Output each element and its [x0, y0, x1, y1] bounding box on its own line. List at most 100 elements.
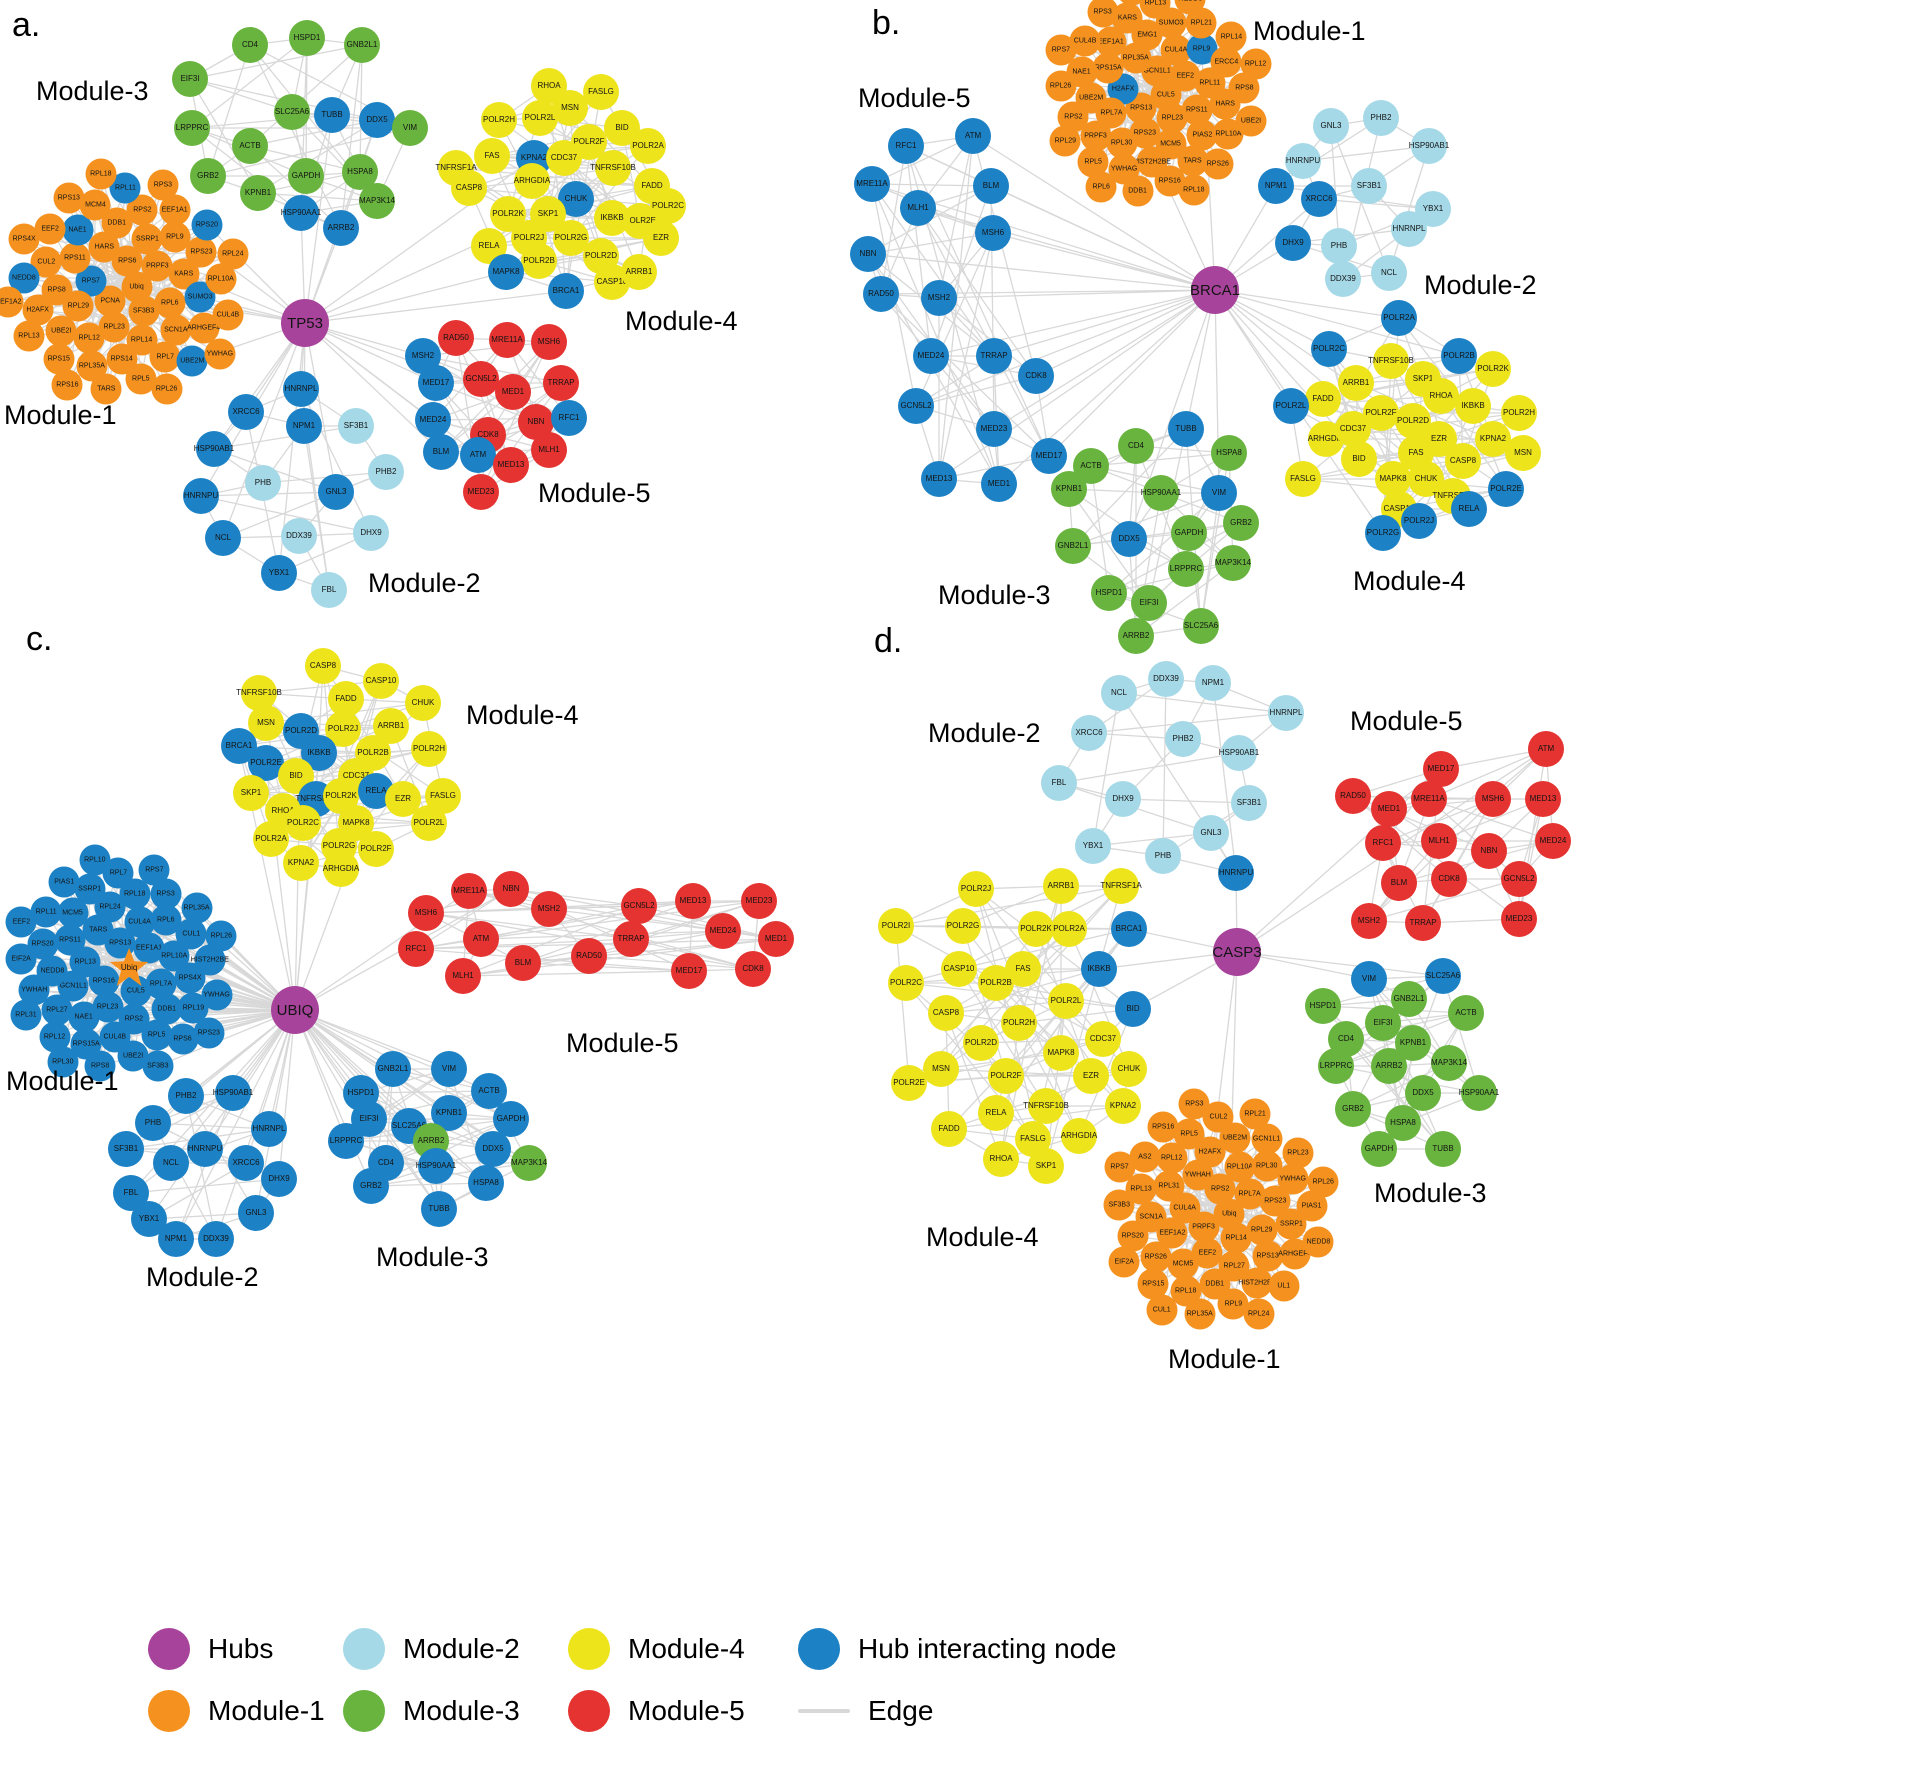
protein-node[interactable]: GRB2 — [190, 158, 226, 194]
protein-node[interactable]: RPL29 — [1246, 1214, 1278, 1246]
protein-node[interactable]: UBE2I — [45, 315, 77, 347]
protein-node[interactable]: CASP8 — [1445, 443, 1481, 479]
protein-node[interactable]: FADD — [328, 681, 364, 717]
protein-node[interactable]: CASP10 — [941, 951, 977, 987]
protein-node[interactable]: LRPPRC — [328, 1123, 364, 1159]
protein-node[interactable]: RPL26 — [1045, 70, 1077, 102]
protein-node[interactable]: SLC25A6 — [274, 94, 310, 130]
protein-node[interactable]: RPL11 — [30, 896, 62, 928]
protein-node[interactable]: FADD — [1305, 381, 1341, 417]
protein-node[interactable]: ACTB — [1448, 995, 1484, 1031]
protein-node[interactable]: TRRAP — [1405, 905, 1441, 941]
protein-node[interactable]: RPL14 — [1215, 21, 1247, 53]
protein-node[interactable]: RPS3 — [147, 169, 179, 201]
protein-node[interactable]: RPL12 — [73, 322, 105, 354]
protein-node[interactable]: PHB — [135, 1105, 171, 1141]
protein-node[interactable]: MRE11A — [1411, 781, 1447, 817]
protein-node[interactable]: GAPDH — [1361, 1131, 1397, 1167]
protein-node[interactable]: RPS8 — [84, 1050, 116, 1082]
protein-node[interactable]: DDX39 — [1325, 261, 1361, 297]
protein-node[interactable]: RPS15 — [43, 343, 75, 375]
protein-node[interactable]: ARRB1 — [1043, 868, 1079, 904]
protein-node[interactable]: ATM — [1528, 731, 1564, 767]
protein-node[interactable]: MED23 — [1501, 901, 1537, 937]
protein-node[interactable]: LRPPRC — [1168, 551, 1204, 587]
protein-node[interactable]: PHB — [1145, 838, 1181, 874]
protein-node[interactable]: POLR2L — [1273, 388, 1309, 424]
protein-node[interactable]: XRCC6 — [1301, 181, 1337, 217]
protein-node[interactable]: DHX9 — [261, 1161, 297, 1197]
protein-node[interactable]: BLM — [505, 945, 541, 981]
protein-node[interactable]: DHX9 — [353, 515, 389, 551]
protein-node[interactable]: GNL3 — [238, 1195, 274, 1231]
protein-node[interactable]: POLR2G — [945, 908, 981, 944]
protein-node[interactable]: PHB2 — [368, 454, 404, 490]
protein-node[interactable]: HSP90AA1 — [416, 1148, 456, 1184]
protein-node[interactable]: RPS3 — [1178, 1088, 1210, 1120]
protein-node[interactable]: POLR2L — [1048, 983, 1084, 1019]
protein-node[interactable]: PIAS1 — [48, 866, 80, 898]
protein-node[interactable]: DDB1 — [1122, 175, 1154, 207]
protein-node[interactable]: YWHAG — [204, 338, 236, 370]
protein-node[interactable]: NPM1 — [286, 408, 322, 444]
protein-node[interactable]: POLR2J — [958, 871, 994, 907]
protein-node[interactable]: MSH2 — [921, 280, 957, 316]
protein-node[interactable]: POLR2C — [888, 965, 924, 1001]
protein-node[interactable]: MED24 — [913, 338, 949, 374]
protein-node[interactable]: MED13 — [493, 447, 529, 483]
protein-node[interactable]: MED17 — [671, 953, 707, 989]
protein-node[interactable]: MAP3K14 — [1431, 1045, 1467, 1081]
protein-node[interactable]: RPS15A — [1092, 52, 1124, 84]
protein-node[interactable]: RPL13 — [13, 320, 45, 352]
protein-node[interactable]: HSPD1 — [1091, 575, 1127, 611]
protein-node[interactable]: LRPPRC — [1318, 1048, 1354, 1084]
protein-node[interactable]: MSH6 — [975, 215, 1011, 251]
protein-node[interactable]: RPL7 — [149, 341, 181, 373]
protein-node[interactable]: POLR2E — [891, 1065, 927, 1101]
protein-node[interactable]: RPL21 — [1239, 1098, 1271, 1130]
protein-node[interactable]: MLH1 — [1421, 823, 1457, 859]
protein-node[interactable]: RPL18 — [85, 158, 117, 190]
protein-node[interactable]: DDB1 — [151, 993, 183, 1025]
protein-node[interactable]: GAPDH — [493, 1101, 529, 1137]
protein-node[interactable]: POLR2F — [988, 1058, 1024, 1094]
protein-node[interactable]: TNFRSF10B — [1023, 1088, 1069, 1124]
protein-node[interactable]: BID — [1341, 441, 1377, 477]
protein-node[interactable]: YWHAG — [201, 979, 233, 1011]
protein-node[interactable]: RPS4X — [8, 223, 40, 255]
protein-node[interactable]: RELA — [1451, 491, 1487, 527]
protein-node[interactable]: FAS — [474, 138, 510, 174]
protein-node[interactable]: SF3B3 — [128, 295, 160, 327]
protein-node[interactable]: RAD50 — [571, 938, 607, 974]
protein-node[interactable]: YBX1 — [261, 555, 297, 591]
protein-node[interactable]: NEDD8 — [1174, 0, 1206, 15]
protein-node[interactable]: RPL31 — [10, 999, 42, 1031]
protein-node[interactable]: MED23 — [976, 411, 1012, 447]
protein-node[interactable]: IKBKB — [1455, 388, 1491, 424]
protein-node[interactable]: EIF3I — [172, 61, 208, 97]
protein-node[interactable]: NPM1 — [1195, 665, 1231, 701]
protein-node[interactable]: BLM — [1381, 865, 1417, 901]
protein-node[interactable]: RFC1 — [551, 400, 587, 436]
protein-node[interactable]: CDK8 — [1431, 861, 1467, 897]
protein-node[interactable]: TNFRSF10B — [590, 150, 636, 186]
protein-node[interactable]: PHB — [245, 465, 281, 501]
protein-node[interactable]: HNRNPL — [283, 371, 319, 407]
protein-node[interactable]: GCN5L2 — [898, 388, 934, 424]
protein-node[interactable]: MRE11A — [854, 166, 890, 202]
protein-node[interactable]: NBN — [493, 871, 529, 907]
protein-node[interactable]: ARHGDIA — [323, 851, 359, 887]
protein-node[interactable]: RPS16 — [1147, 1111, 1179, 1143]
protein-node[interactable]: RPL30 — [1251, 1150, 1283, 1181]
protein-node[interactable]: HSP90AA1 — [281, 195, 321, 231]
protein-node[interactable]: RFC1 — [398, 931, 434, 967]
protein-node[interactable]: GCN5L2 — [621, 888, 657, 924]
protein-node[interactable]: PHB2 — [168, 1078, 204, 1114]
protein-node[interactable]: NCL — [205, 520, 241, 556]
protein-node[interactable]: POLR2E — [1488, 471, 1524, 507]
protein-node[interactable]: SLC25A6 — [1425, 958, 1461, 994]
protein-node[interactable]: POLR2H — [411, 731, 447, 767]
protein-node[interactable]: DDX39 — [1148, 661, 1184, 697]
protein-node[interactable]: SCN1A — [160, 314, 192, 346]
protein-node[interactable]: RPL26 — [205, 920, 237, 952]
